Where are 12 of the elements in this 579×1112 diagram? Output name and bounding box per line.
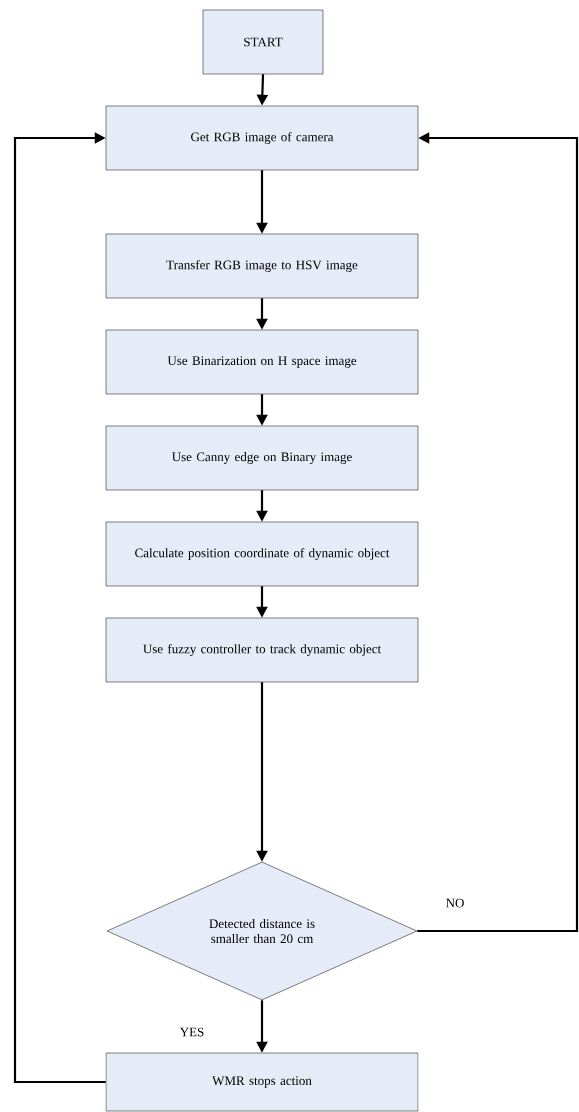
process-box: Transfer RGB image to HSV image <box>105 233 419 299</box>
edge-label: NO <box>444 897 466 909</box>
edge-label: YES <box>178 1026 206 1038</box>
process-box: Calculate position coordinate of dynamic object <box>105 521 419 587</box>
arrow <box>417 132 579 933</box>
process-box: Use fuzzy controller to track dynamic object <box>105 617 419 683</box>
arrow <box>13 132 106 1084</box>
process-box: START <box>202 9 324 75</box>
process-box: Get RGB image of camera <box>105 105 419 171</box>
process-box: Use Canny edge on Binary image <box>105 425 419 491</box>
process-box: Use Binarization on H space image <box>105 329 419 395</box>
process-box: WMR stops action <box>105 1052 419 1112</box>
